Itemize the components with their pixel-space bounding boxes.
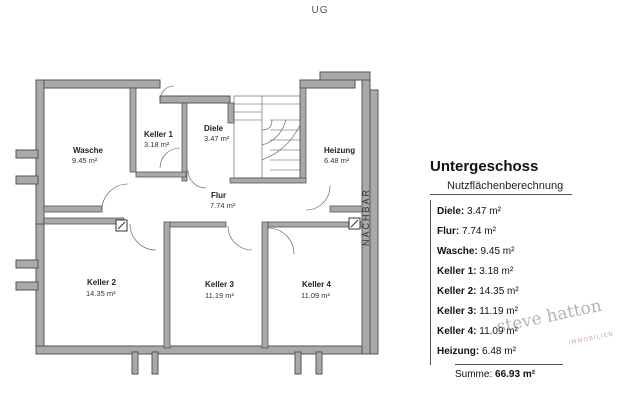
area-row-label: Keller 2:	[437, 286, 477, 297]
wall-keller2-keller3	[163, 221, 171, 349]
wall-stairs-heizung	[299, 87, 307, 181]
neighbor-label: NACHBAR	[361, 187, 371, 246]
wall-keller2-top	[43, 217, 125, 225]
wall-bottom-bump-3	[294, 351, 302, 375]
wall-heizung-bottom	[329, 205, 363, 213]
panel-title: Untergeschoss	[430, 158, 539, 175]
interior-walls	[43, 87, 363, 349]
area-row-value: 9.45 m²	[480, 246, 515, 257]
area-row: Wasche: 9.45 m²	[437, 246, 514, 257]
wall-keller3-keller4	[261, 221, 269, 349]
room-area-keller4: 11.09 m²	[301, 291, 331, 300]
area-row-label: Heizung:	[437, 346, 480, 357]
area-row: Keller 3: 11.19 m²	[437, 306, 518, 317]
area-row: Diele: 3.47 m²	[437, 206, 501, 217]
wall-top-diele	[159, 95, 231, 104]
wall-left-bump-1	[15, 149, 39, 159]
wall-diele-stairs	[227, 102, 235, 124]
area-row-value: 11.09 m²	[479, 326, 518, 337]
area-row-label: Wasche:	[437, 246, 478, 257]
wall-top-heizung	[299, 79, 356, 89]
area-row-value: 7.74 m²	[462, 226, 496, 237]
wall-top-right-bump	[319, 71, 371, 81]
area-row-label: Diele:	[437, 206, 465, 217]
wall-bottom-bump-4	[315, 351, 323, 375]
door-keller3	[227, 225, 253, 251]
wall-keller4-top	[267, 221, 363, 228]
staircase	[233, 95, 301, 179]
wall-flur-top-left	[135, 171, 187, 178]
sum-label: Summe:	[455, 369, 493, 380]
wall-bottom-bump-1	[131, 351, 139, 375]
wall-top-left	[41, 79, 161, 89]
area-list: Diele: 3.47 m² Flur: 7.74 m² Wasche: 9.4…	[430, 200, 519, 365]
wall-left-bump-2	[15, 175, 39, 185]
sum-value: 66.93 m²	[495, 369, 536, 380]
room-name-keller4: Keller 4	[302, 280, 331, 289]
neighbor-strip	[369, 89, 379, 355]
area-row: Heizung: 6.48 m²	[437, 346, 516, 357]
area-row-value: 3.47 m²	[467, 206, 501, 217]
room-area-heizung: 6.48 m²	[324, 156, 350, 165]
room-area-flur: 7.74 m²	[210, 201, 236, 210]
wall-left-bump-4	[15, 281, 39, 291]
room-area-wasche: 9.45 m²	[72, 156, 98, 165]
outer-walls	[15, 71, 379, 375]
room-name-keller3: Keller 3	[205, 280, 234, 289]
area-row-label: Keller 4:	[437, 326, 477, 337]
wall-wasche-bottom	[43, 205, 103, 213]
room-name-wasche: Wasche	[73, 146, 103, 155]
room-name-keller1: Keller 1	[144, 130, 173, 139]
wall-wasche-keller1	[129, 87, 137, 173]
floor-level-label: UG	[311, 5, 329, 16]
room-name-diele: Diele	[204, 124, 224, 133]
area-row-value: 6.48 m²	[482, 346, 516, 357]
floor-plan: Wasche 9.45 m² Keller 1 3.18 m² Diele 3.…	[15, 71, 379, 375]
door-diele	[187, 169, 207, 189]
area-row-value: 14.35 m²	[479, 286, 519, 297]
shafts	[115, 217, 361, 232]
panel-subtitle: Nutzflächenberechnung	[447, 180, 564, 192]
door-swings	[101, 85, 331, 255]
wall-bottom-bump-2	[151, 351, 159, 375]
area-sum: Summe: 66.93 m²	[455, 369, 535, 380]
door-keller2	[129, 223, 157, 251]
room-name-heizung: Heizung	[324, 146, 355, 155]
sum-divider	[455, 364, 563, 365]
door-keller1	[159, 147, 181, 169]
door-wasche	[101, 183, 129, 211]
area-row-value: 11.19 m²	[479, 306, 518, 317]
room-area-keller1: 3.18 m²	[144, 140, 170, 149]
room-area-diele: 3.47 m²	[204, 134, 230, 143]
area-row: Keller 4: 11.09 m²	[437, 326, 518, 337]
area-row-label: Keller 1:	[437, 266, 477, 277]
area-summary-panel: Untergeschoss Nutzflächenberechnung Diel…	[425, 150, 635, 395]
area-row-label: Keller 3:	[437, 306, 477, 317]
area-row: Keller 2: 14.35 m²	[437, 286, 519, 297]
room-name-keller2: Keller 2	[87, 278, 116, 287]
door-heizung	[305, 185, 331, 211]
door-keller4	[267, 227, 295, 255]
room-area-keller3: 11.19 m²	[205, 291, 235, 300]
wall-keller1-diele	[181, 102, 188, 182]
panel-divider	[430, 194, 572, 195]
wall-flur-top-right	[229, 177, 307, 184]
wall-left-bump-3	[15, 259, 39, 269]
area-row-value: 3.18 m²	[479, 266, 514, 277]
area-row: Keller 1: 3.18 m²	[437, 266, 513, 277]
room-area-keller2: 14.35 m²	[86, 289, 116, 298]
area-row-label: Flur:	[437, 226, 460, 237]
wall-keller3-top	[169, 221, 227, 228]
area-row: Flur: 7.74 m²	[437, 226, 496, 237]
door-entry	[159, 85, 175, 101]
room-name-flur: Flur	[211, 191, 226, 200]
